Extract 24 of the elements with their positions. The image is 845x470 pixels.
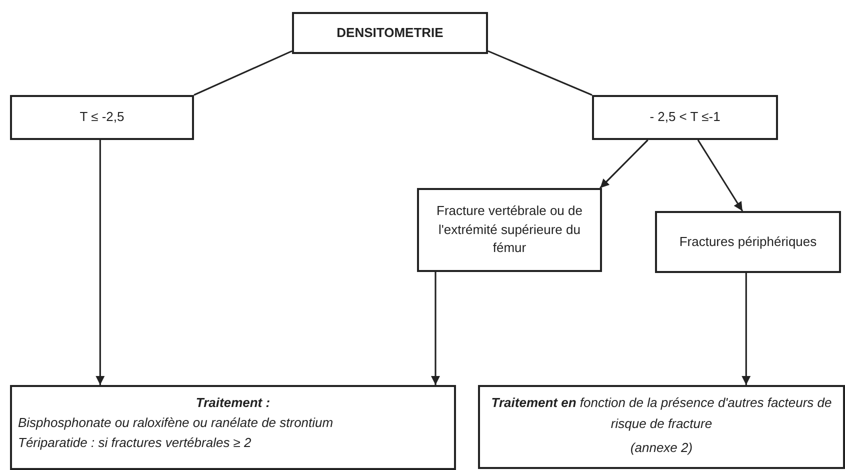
arrow (431, 272, 440, 385)
box-text: Tériparatide : si fractures vertébrales ≥ 2 (18, 434, 252, 452)
process-box (478, 385, 845, 469)
box-text: Traitement en fonction de la présence d'autres facteurs de risque de fracture (490, 394, 833, 433)
box-text: DENSITOMETRIE (336, 24, 444, 42)
process-box (655, 211, 841, 273)
box-text: (annexe 2) (630, 438, 693, 457)
box-text: T ≤ -2,5 (80, 108, 124, 126)
process-box (592, 95, 778, 140)
arrow (600, 139, 648, 189)
connector-line (488, 50, 592, 96)
box-text: Bisphosphonate ou raloxifène ou ranélate de strontium (18, 414, 334, 432)
box-text: Fractures périphériques (679, 232, 817, 251)
process-box (10, 385, 456, 470)
process-box (417, 188, 602, 272)
process-box (292, 12, 488, 54)
box-text: Fracture vertébrale ou de l'extrémité supérieure du fémur (436, 202, 584, 258)
arrow (697, 140, 744, 212)
arrow (96, 140, 105, 385)
arrow (742, 273, 751, 385)
process-box (10, 95, 194, 140)
connector-line (194, 50, 292, 96)
box-text: - 2,5 < T ≤-1 (650, 108, 720, 126)
box-text: Traitement : (194, 394, 272, 412)
